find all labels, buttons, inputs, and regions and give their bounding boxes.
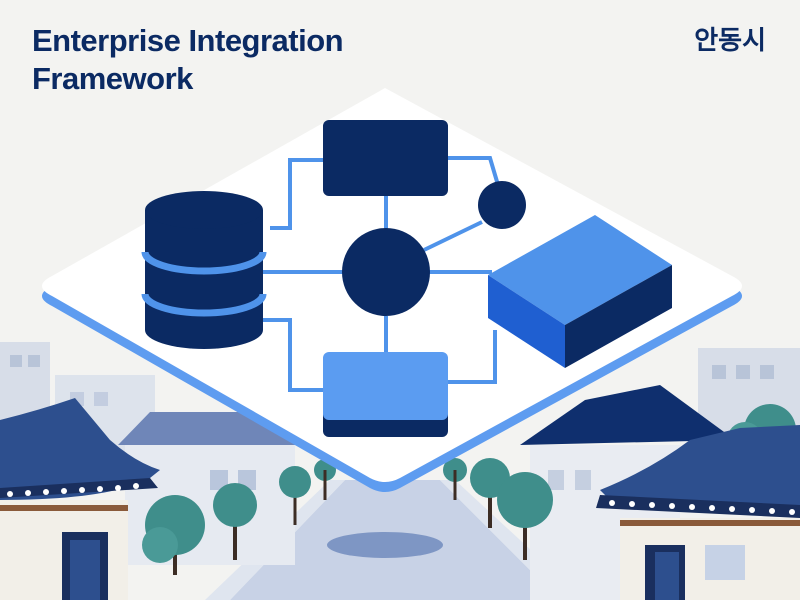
page-title: Enterprise Integration Framework (32, 23, 344, 96)
hub-node-icon (342, 228, 430, 316)
bottom-service-box (323, 352, 448, 437)
right-hanok (596, 425, 800, 600)
server-block-icon (488, 215, 672, 368)
connector-lines (262, 156, 500, 392)
top-service-box (323, 120, 448, 196)
small-node-icon (478, 181, 526, 229)
database-icon (141, 191, 267, 349)
platform-shadow (327, 532, 443, 558)
left-hanok (0, 398, 160, 600)
city-name: 안동시 (694, 26, 766, 56)
